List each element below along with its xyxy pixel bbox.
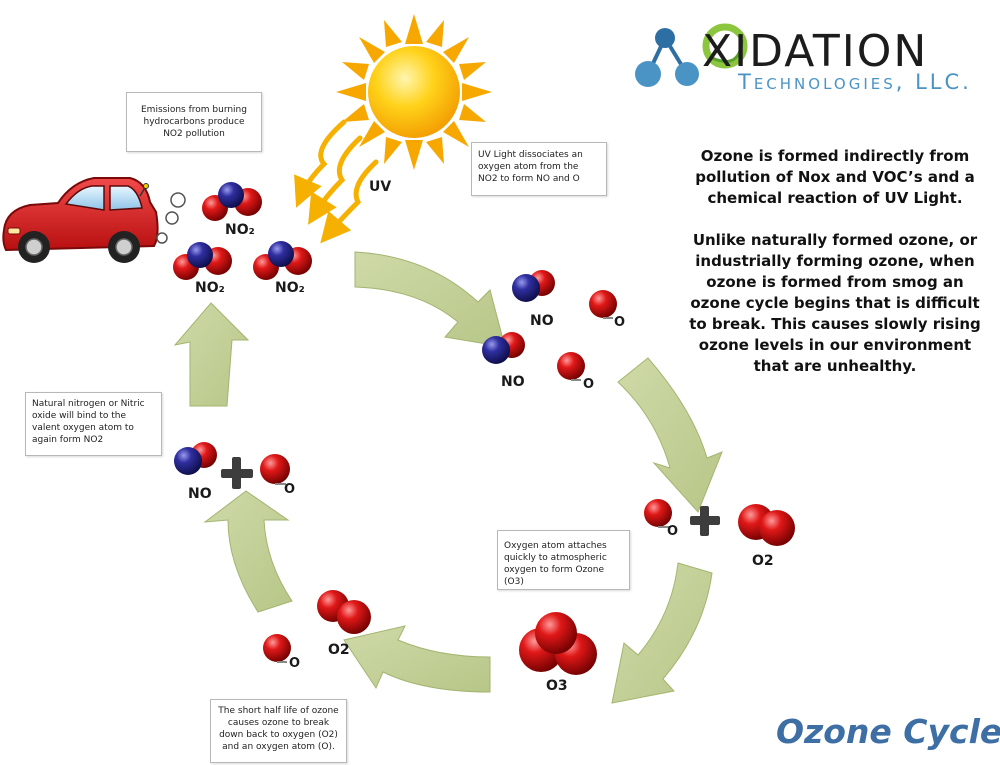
cycle-arrow-right-upper: [617, 357, 723, 513]
o-atom-upper: [589, 290, 617, 319]
label-o-plus: O: [667, 524, 679, 539]
cycle-arrows: [173, 251, 723, 704]
note-natural-nitrogen: Natural nitrogen or Nitric oxide will bi…: [25, 392, 162, 456]
plus-sign-right: [690, 506, 720, 536]
o-atom-bottom: [263, 634, 291, 663]
cycle-arrow-right-lower: [611, 562, 713, 704]
no-molecule-left: [174, 442, 217, 475]
diagram-title: Ozone Cycle: [776, 712, 1000, 751]
uv-label: UV: [369, 179, 392, 195]
label-no2-left: NO₂: [195, 280, 225, 296]
cycle-arrow-bottom: [343, 625, 491, 693]
plus-sign-left: [221, 457, 253, 489]
note-oxygen-attaches: Oxygen atom attaches quickly to atmosphe…: [497, 530, 630, 590]
label-no-left: NO: [188, 486, 212, 502]
o2-molecule-right: [738, 504, 795, 546]
label-no-upper: NO: [530, 313, 554, 329]
logo-o-icon: [702, 23, 748, 69]
no-molecule-lower: [482, 332, 525, 364]
cycle-arrow-left-lower: [203, 490, 293, 613]
logo-wordmark: XIDATION: [702, 26, 929, 77]
label-no-lower: NO: [501, 374, 525, 390]
label-o-bottom: O: [289, 656, 301, 671]
no2-molecule-top: [202, 182, 262, 221]
o-atom-plus: [644, 499, 672, 528]
o3-molecule: [519, 612, 597, 675]
logo-subtitle: Technologies, LLC.: [738, 70, 972, 94]
cycle-arrow-left-upper: [173, 302, 250, 407]
label-o3: O3: [546, 678, 568, 694]
no2-molecule-right: [253, 241, 312, 280]
cycle-arrow-top: [354, 251, 506, 348]
label-o-left: O: [284, 482, 296, 497]
note-emissions: Emissions from burning hydrocarbons prod…: [126, 92, 262, 152]
o-atom-left: [260, 454, 290, 485]
description-paragraph-2: Unlike naturally formed ozone, or indust…: [689, 231, 981, 375]
uv-rays-icon: [294, 119, 379, 244]
label-o2-right: O2: [752, 553, 774, 569]
label-o2-bottom: O2: [328, 642, 350, 658]
note-uv-dissociates: UV Light dissociates an oxygen atom from…: [471, 142, 607, 196]
label-o-lower: O: [583, 377, 595, 392]
o-atom-lower: [557, 352, 585, 381]
logo-atom-icon: [635, 28, 699, 87]
note-half-life: The short half life of ozone causes ozon…: [210, 699, 347, 763]
description-text: Ozone is formed indirectly from pollutio…: [680, 146, 990, 398]
description-paragraph-1: Ozone is formed indirectly from pollutio…: [695, 147, 975, 207]
label-o-upper: O: [614, 315, 626, 330]
label-no2-right: NO₂: [275, 280, 305, 296]
sun-icon: [336, 14, 492, 170]
no-molecule-upper: [512, 270, 555, 302]
car-icon: [2, 177, 186, 263]
o2-molecule-bottom: [317, 590, 371, 634]
label-no2-top: NO₂: [225, 222, 255, 238]
no2-molecule-left: [173, 242, 232, 280]
